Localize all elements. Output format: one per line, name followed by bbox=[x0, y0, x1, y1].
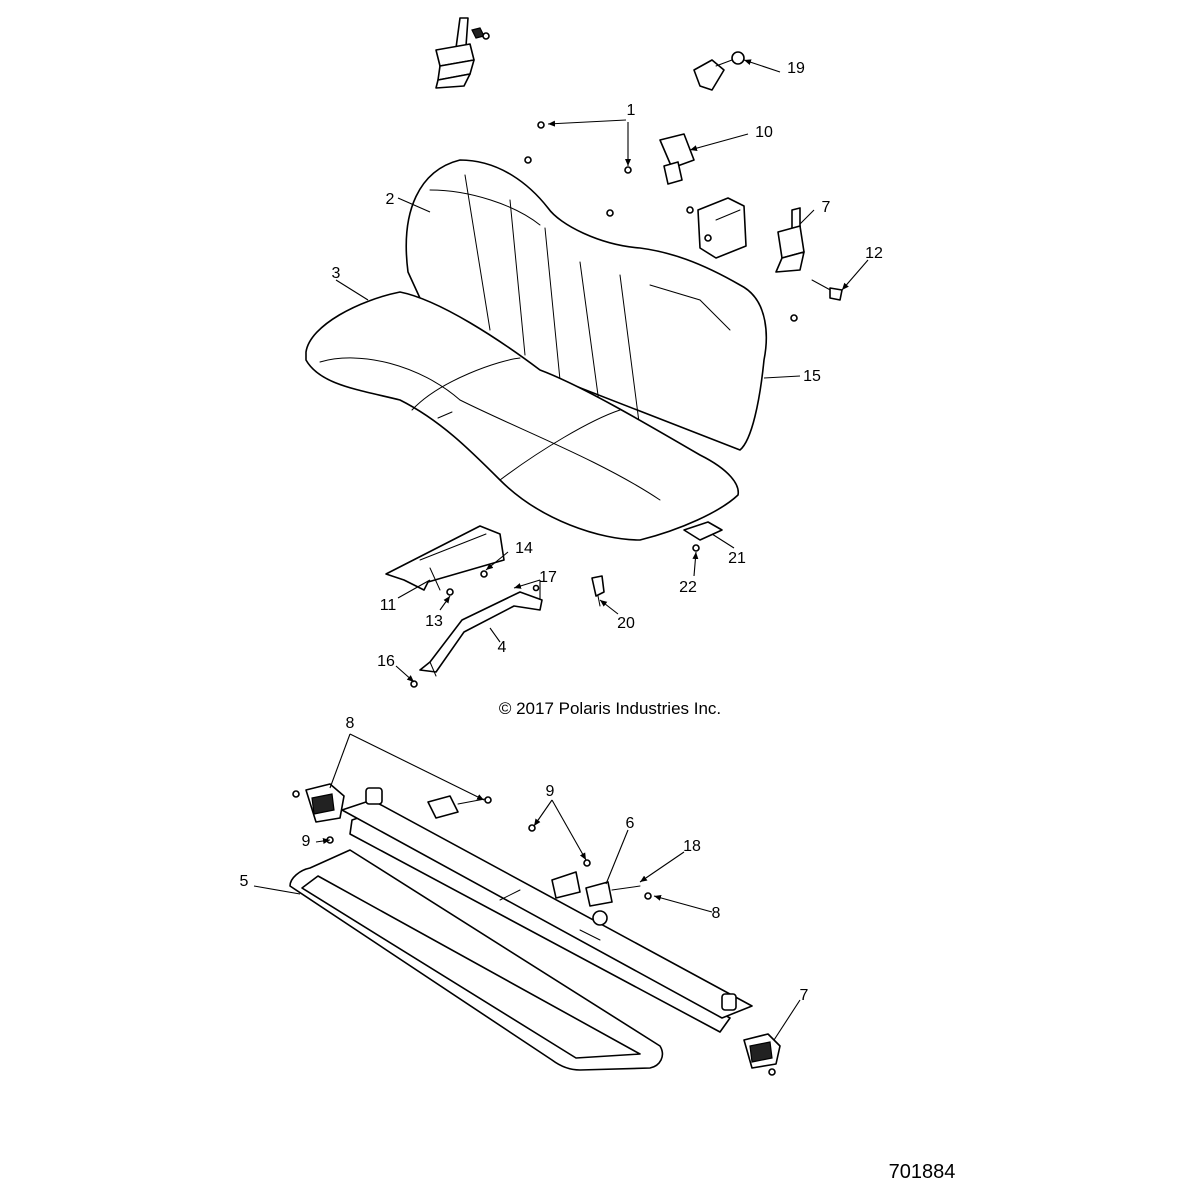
callout-7-lower: 7 bbox=[800, 987, 809, 1004]
callout-8-upper: 8 bbox=[346, 715, 355, 732]
callout-1: 1 bbox=[627, 102, 636, 119]
screws-upper bbox=[482, 32, 798, 322]
callout-22: 22 bbox=[679, 579, 697, 596]
callout-17: 17 bbox=[539, 569, 557, 586]
callout-18: 18 bbox=[683, 838, 701, 855]
callout-13: 13 bbox=[425, 613, 443, 630]
belt-buckle-lower bbox=[427, 795, 491, 819]
callout-9-left: 9 bbox=[302, 833, 311, 850]
callout-14: 14 bbox=[515, 540, 533, 557]
part-7-retractor-lower bbox=[743, 1033, 781, 1069]
part-5-seat-base-frame bbox=[289, 787, 753, 1071]
part-21-pad bbox=[683, 521, 723, 541]
callout-6: 6 bbox=[626, 815, 635, 832]
callout-19: 19 bbox=[787, 60, 805, 77]
callout-labels: 1 2 3 4 5 6 7 7 8 8 9 9 10 11 12 13 14 1… bbox=[240, 60, 883, 1004]
part-8-retractor-left bbox=[305, 783, 345, 823]
copyright-notice: © 2017 Polaris Industries Inc. bbox=[499, 699, 721, 718]
part-19-buckle-anchor bbox=[693, 51, 745, 91]
callout-10: 10 bbox=[755, 124, 773, 141]
callout-16: 16 bbox=[377, 653, 395, 670]
callout-9-upper: 9 bbox=[546, 783, 555, 800]
part-4-support-bracket bbox=[419, 591, 543, 677]
callout-2: 2 bbox=[386, 191, 395, 208]
callout-3: 3 bbox=[332, 265, 341, 282]
part-20-push-pin bbox=[591, 575, 605, 607]
callout-20: 20 bbox=[617, 615, 635, 632]
callout-11: 11 bbox=[380, 597, 397, 614]
figure-number: 701884 bbox=[889, 1161, 956, 1183]
part-3-seat-cushion bbox=[305, 291, 739, 541]
screws-middle bbox=[410, 544, 700, 688]
callout-15: 15 bbox=[803, 368, 821, 385]
seat-belt-retractor-upper bbox=[435, 17, 485, 89]
callout-7-upper: 7 bbox=[822, 199, 831, 216]
callout-4: 4 bbox=[498, 639, 507, 656]
callout-5: 5 bbox=[240, 873, 249, 890]
part-2-seat-backrest bbox=[405, 159, 768, 451]
part-6-buckles bbox=[551, 871, 641, 907]
callout-12: 12 bbox=[865, 245, 883, 262]
part-7-retractor-right bbox=[775, 207, 805, 273]
callout-8-lower: 8 bbox=[712, 905, 721, 922]
part-12-cable bbox=[811, 279, 843, 301]
part-10-belt-latch bbox=[659, 133, 695, 185]
headrest-block bbox=[697, 197, 747, 259]
leader-lines bbox=[253, 59, 869, 1041]
callout-21: 21 bbox=[728, 550, 746, 567]
part-11-bracket-plate bbox=[385, 525, 505, 591]
